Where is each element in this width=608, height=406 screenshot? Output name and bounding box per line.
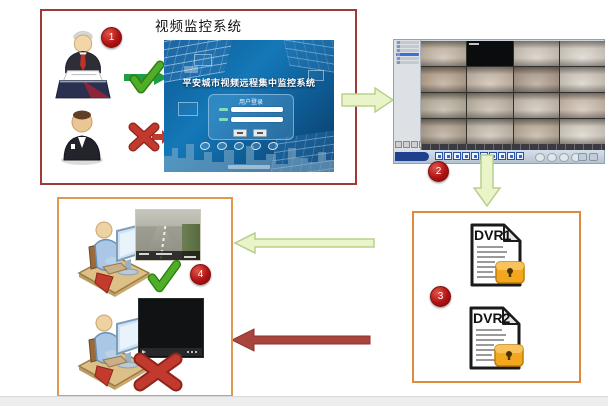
toolbar-button [444,152,452,160]
toolbar-button [462,152,470,160]
camera-cell-2 [467,41,513,66]
login-decor-rect [178,102,198,116]
traffic-camera-video [135,209,201,261]
camera-cell-8 [559,67,605,92]
footer-strip [0,396,608,406]
city-skyline-silhouette [164,144,334,172]
login-panel: 用户登录 [208,94,294,140]
toolbar-button [435,152,443,160]
device-tree-rows [394,41,420,64]
access-allowed-check-icon [124,60,168,94]
login-company-text [228,165,270,169]
padlock-icon [494,344,524,367]
camera-cell-13 [421,119,467,144]
toolbar-button [559,153,569,162]
unauthorized-user-clipart [61,110,103,165]
password-input [231,117,283,122]
step-badge-2: 2 [428,161,449,182]
stage1-box: 视频监控系统 [40,9,357,185]
step-badge-1: 1 [101,27,122,48]
playback-denied-cross-icon [133,352,183,392]
camera-cell-14 [467,119,513,144]
authorized-user-clipart [55,30,111,99]
device-tree-row [396,61,419,64]
camera-cell-16 [559,119,605,144]
login-button [233,129,247,137]
video-osd-bar [136,251,200,260]
device-tree-row [396,53,419,56]
step-badge-4: 4 [190,264,211,285]
login-decor-tiles-topright [279,40,334,77]
login-screen: 平安城市视频远程集中监控系统 用户登录 [164,40,334,172]
client-toolbar [394,150,604,163]
device-tree-row [396,49,419,52]
toolbar-button [471,152,479,160]
camera-cell-4 [559,41,605,66]
toolbar-button [498,152,506,160]
stage3-box: DVR1 DVR2 [412,211,581,383]
toolbar-button [535,153,545,162]
toolbar-button [547,153,557,162]
login-small-label [184,66,198,73]
camera-cell-10 [467,93,513,118]
username-label [219,108,228,111]
step-badge-3: 3 [430,286,451,307]
dvr2-label: DVR2 [473,310,511,326]
camera-grid [421,41,605,144]
toolbar-right-icons [578,153,598,161]
toolbar-button [453,152,461,160]
camera-cell-6 [467,67,513,92]
dvr1-file-icon: DVR1 [470,223,525,287]
arrow-dvr-to-player-allowed [233,231,375,255]
monitoring-client-screenshot [393,39,605,164]
camera-cell-3 [513,41,559,66]
device-tree-row [396,57,419,60]
blocked-video-player [138,298,204,358]
toolbar-logo-swoosh [395,152,429,161]
arrow-dvr-to-player-denied [230,328,371,352]
login-system-title: 平安城市视频远程集中监控系统 [182,78,316,88]
play-icon [142,350,146,354]
dvr1-label: DVR1 [474,227,512,243]
username-input [231,107,283,112]
toolbar-button [507,152,515,160]
login-decor-rect [308,70,324,81]
camera-cell-15 [513,119,559,144]
dvr2-file-icon: DVR2 [469,306,524,370]
toolbar-button [516,152,524,160]
arrow-login-to-client [341,86,395,114]
toolbar-button [589,153,598,161]
cancel-button [253,129,267,137]
video-timeline-strip [421,144,605,150]
device-tree-row [396,41,419,44]
camera-cell-11 [513,93,559,118]
arrow-client-to-dvr [472,154,502,208]
diagram-title: 视频监控系统 [155,19,242,34]
playback-allowed-check-icon [147,259,181,293]
login-panel-header: 用户登录 [238,100,263,106]
padlock-icon [495,261,525,284]
login-decor-rect [194,54,212,66]
password-label [219,118,228,121]
camera-cell-5 [421,67,467,92]
camera-cell-12 [559,93,605,118]
camera-cell-7 [513,67,559,92]
device-tree-row [396,45,419,48]
stage4-box [57,197,233,397]
toolbar-button [578,153,587,161]
camera-cell-1 [421,41,467,66]
player-buttons [187,351,199,353]
camera-cell-9 [421,93,467,118]
toolbar-round-buttons [535,153,581,162]
sidebar-mini-buttons [395,141,426,148]
device-tree-sidebar [394,40,421,150]
toolbar-square-buttons [435,152,524,160]
player-control-bar [140,348,202,356]
